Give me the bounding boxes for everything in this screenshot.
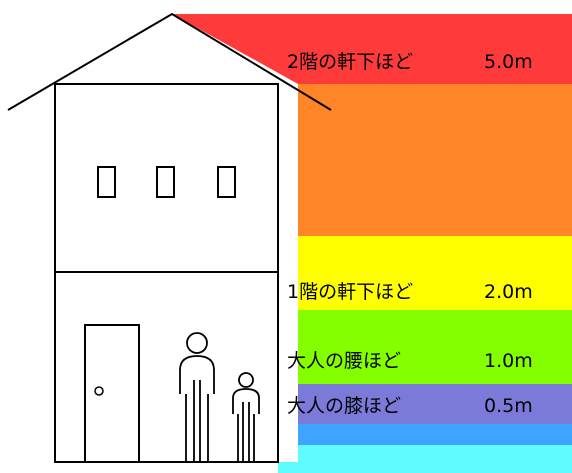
label-2f-eaves-value: 5.0m bbox=[484, 51, 533, 73]
label-adult-waist-value: 1.0m bbox=[484, 350, 533, 372]
band-yellow bbox=[278, 236, 572, 310]
door-knob bbox=[94, 386, 104, 396]
label-1f-eaves-value: 2.0m bbox=[484, 281, 533, 303]
adult-figure bbox=[179, 332, 215, 462]
band-purple bbox=[278, 384, 572, 424]
door bbox=[84, 324, 140, 463]
band-cyan bbox=[278, 445, 572, 473]
child-figure bbox=[232, 372, 260, 462]
label-1f-eaves-text: 1階の軒下ほど bbox=[287, 281, 414, 303]
label-adult-waist-text: 大人の腰ほど bbox=[287, 350, 402, 372]
roof bbox=[7, 12, 332, 111]
window-right bbox=[217, 166, 236, 198]
label-2f-eaves-text: 2階の軒下ほど bbox=[287, 51, 414, 73]
window-middle bbox=[156, 166, 175, 198]
band-blue bbox=[278, 424, 572, 445]
house-fill bbox=[55, 14, 298, 462]
label-adult-knee-text: 大人の膝ほど bbox=[287, 395, 402, 417]
window-left bbox=[97, 166, 116, 198]
label-adult-knee-value: 0.5m bbox=[484, 395, 533, 417]
band-green bbox=[278, 310, 572, 384]
